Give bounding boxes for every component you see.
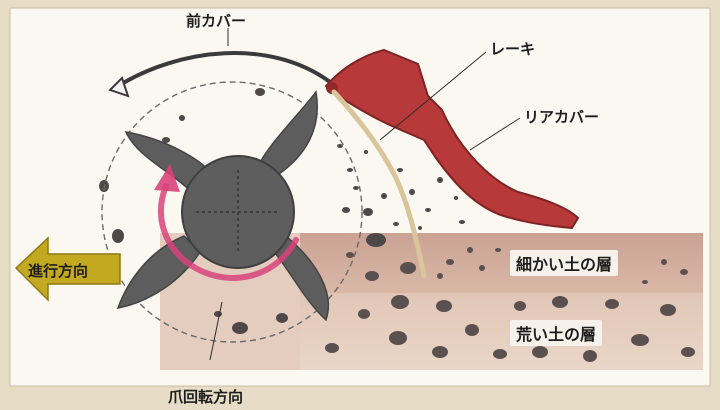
label-rear-cover: リアカバー: [524, 108, 600, 126]
soil-clod: [391, 295, 409, 309]
soil-particle: [437, 177, 443, 183]
rotation-arrow-head: [154, 164, 180, 192]
soil-clod: [436, 300, 452, 312]
soil-particle: [425, 208, 431, 212]
soil-particle: [397, 168, 403, 172]
soil-clod: [467, 247, 473, 253]
label-direction: 進行方向: [28, 262, 89, 280]
rear-cover: [324, 48, 580, 230]
soil-clod: [465, 324, 479, 336]
leader-rear-cover: [469, 117, 521, 151]
label-fine-soil: 細かい土の層: [510, 250, 619, 276]
front-cover: [116, 51, 332, 88]
soil-clod: [365, 271, 379, 281]
front-cover-tip: [108, 76, 130, 98]
rotation-envelope: [101, 81, 363, 343]
soil-clod: [493, 349, 507, 359]
soil-clod: [358, 309, 370, 319]
soil-clod: [514, 301, 526, 311]
label-coarse-soil: 荒い土の層: [510, 320, 603, 346]
soil-clod: [346, 252, 354, 258]
soil-particle: [364, 150, 368, 154]
soil-clod: [400, 262, 416, 274]
soil-clod: [583, 350, 597, 362]
soil-clod: [325, 343, 339, 353]
soil-clod: [680, 269, 688, 275]
soil-particle: [255, 88, 265, 96]
soil-clod: [552, 296, 568, 308]
soil-clod: [446, 259, 454, 265]
direction-arrow: [14, 236, 121, 302]
soil-clod: [532, 346, 548, 358]
label-claw-rotation: 爪回転方向: [168, 388, 244, 406]
soil-particle: [381, 193, 387, 199]
leader-rake: [379, 51, 487, 141]
claw: [256, 90, 318, 177]
soil-clod: [479, 265, 485, 271]
soil-clod: [631, 334, 649, 346]
soil-particle: [337, 144, 343, 148]
soil-particle: [353, 186, 359, 190]
rake: [331, 89, 427, 279]
soil-particle: [162, 137, 170, 143]
label-front-cover: 前カバー: [186, 12, 247, 30]
soil-particle: [393, 222, 399, 226]
soil-particle: [214, 311, 222, 317]
soil-particle: [276, 313, 288, 323]
soil-clod: [437, 273, 443, 279]
soil-clod: [495, 248, 501, 252]
rotation-arrow: [158, 183, 299, 282]
soil-clod: [389, 331, 407, 345]
soil-clod: [681, 347, 695, 357]
soil-clod: [660, 304, 676, 316]
thrown-soil: [99, 88, 465, 334]
soil-clod: [661, 259, 667, 265]
soil-clod: [432, 346, 448, 358]
soil-clod: [642, 280, 648, 284]
soil-particle: [409, 189, 415, 195]
fine-soil-layer: [300, 233, 703, 293]
soil-particle: [232, 322, 248, 334]
soil-particle: [342, 207, 350, 213]
leader-claw-rotation: [209, 301, 223, 361]
soil-particle: [347, 168, 353, 172]
label-rake: レーキ: [490, 40, 536, 58]
soil-particle: [418, 226, 422, 230]
soil-particle: [366, 233, 386, 247]
soil-particle: [363, 208, 373, 216]
soil-clod: [605, 299, 619, 309]
soil-particle: [454, 196, 458, 200]
soil-particle: [112, 229, 124, 243]
soil-particle: [459, 220, 465, 224]
soil-particle: [179, 115, 185, 121]
